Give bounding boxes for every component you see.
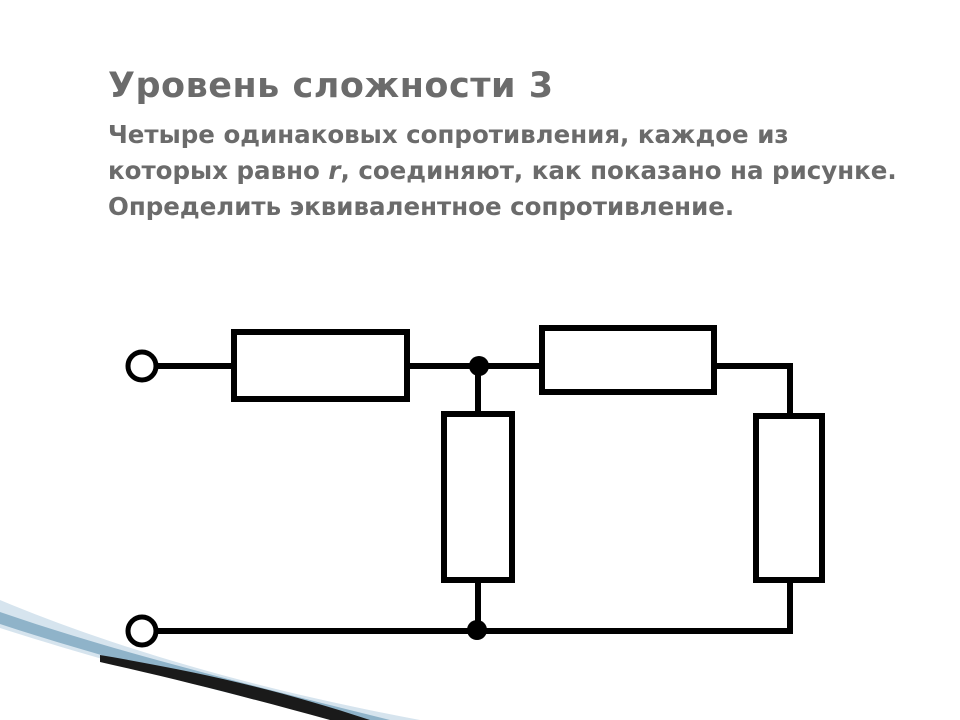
swoosh-dark <box>100 655 370 720</box>
resistor-r4 <box>753 413 825 583</box>
input-terminal-top <box>125 349 159 383</box>
resistance-variable: r <box>328 156 341 185</box>
problem-text-part-1: Четыре одинаковых сопротивления, каждое … <box>108 120 789 185</box>
resistor-r3 <box>441 411 515 583</box>
junction-node-a <box>469 356 489 376</box>
slide-title: Уровень сложности 3 <box>108 66 554 106</box>
resistor-r2 <box>539 325 717 395</box>
problem-text-part-2: , соединяют, как показано на рисунке. Оп… <box>108 156 897 221</box>
problem-text: Четыре одинаковых сопротивления, каждое … <box>108 117 898 225</box>
swoosh-light <box>0 600 420 720</box>
input-terminal-bottom <box>125 614 159 648</box>
junction-node-b <box>467 620 487 640</box>
resistor-r1 <box>231 329 410 402</box>
